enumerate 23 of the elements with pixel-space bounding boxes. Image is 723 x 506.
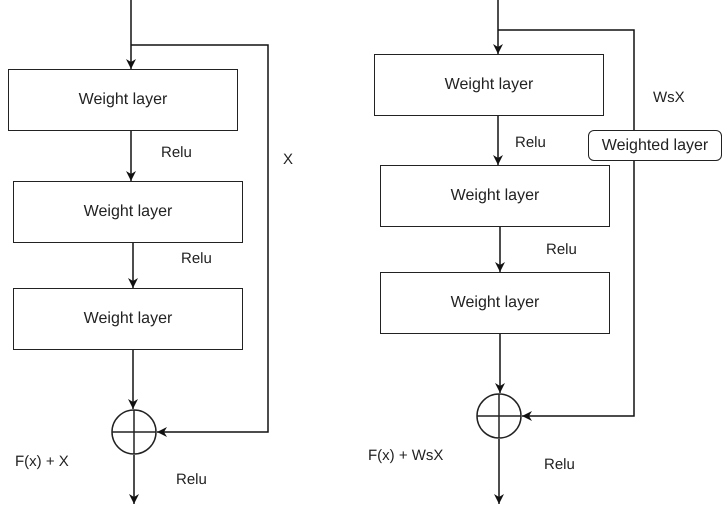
arrow (493, 0, 503, 54)
arrow (129, 455, 139, 504)
layer-box: Weight layer (13, 181, 243, 243)
sum-circle (476, 393, 522, 439)
arrow (495, 227, 505, 272)
layer-box: Weight layer (13, 288, 243, 350)
arrow (126, 0, 136, 69)
arrow (494, 439, 504, 504)
arrow (131, 44, 269, 437)
arrow (128, 350, 138, 409)
arrow (495, 334, 505, 393)
arrow (493, 116, 503, 165)
arrow (128, 243, 138, 288)
sum-circle (111, 409, 157, 455)
arrow (126, 131, 136, 181)
weighted-layer-box: Weighted layer (588, 130, 722, 161)
sum-label: F(x) + WsX (367, 447, 444, 464)
layer-box: Weight layer (374, 54, 604, 116)
sum-label: F(x) + X (14, 453, 70, 470)
layer-box: Weight layer (380, 272, 610, 334)
layer-box: Weight layer (8, 69, 238, 131)
layer-box: Weight layer (380, 165, 610, 227)
arrow (522, 161, 635, 421)
